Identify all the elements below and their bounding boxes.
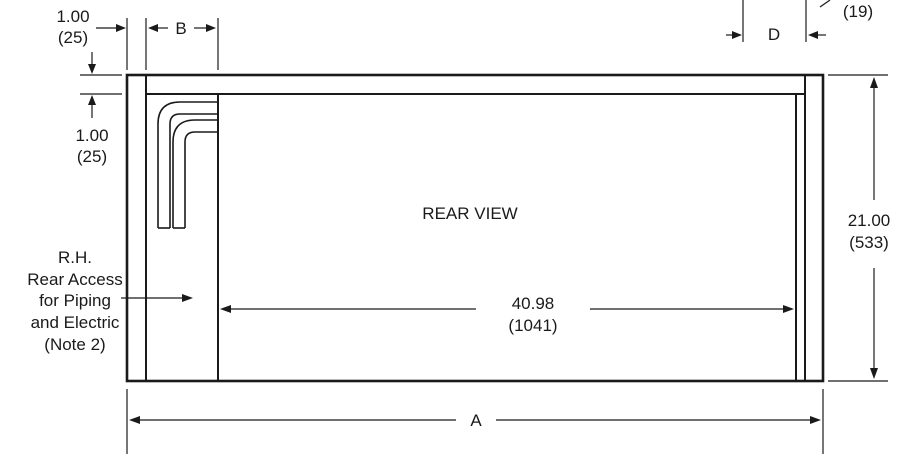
dim-d: D (19) bbox=[726, 0, 873, 44]
callout-line-4: and Electric bbox=[31, 313, 120, 332]
dim-top-left: 1.00 (25) bbox=[56, 7, 128, 70]
dim-height-mm: (533) bbox=[849, 233, 889, 252]
unit-outline bbox=[125, 73, 825, 383]
callout-line-3: for Piping bbox=[39, 291, 111, 310]
dim-top-left-mm: (25) bbox=[58, 28, 88, 47]
dim-top-right-mm: (19) bbox=[843, 2, 873, 21]
dim-left: 1.00 (25) bbox=[75, 52, 122, 166]
dim-d-label: D bbox=[768, 25, 780, 44]
callout-line-1: R.H. bbox=[58, 248, 92, 267]
dim-left-in: 1.00 bbox=[75, 126, 108, 145]
dim-inner-width: 40.98 (1041) bbox=[220, 294, 794, 335]
dim-left-mm: (25) bbox=[77, 147, 107, 166]
access-callout: R.H. Rear Access for Piping and Electric… bbox=[27, 248, 193, 354]
dim-overall: A bbox=[126, 389, 824, 454]
dim-b: B bbox=[145, 18, 219, 70]
dim-overall-label: A bbox=[470, 411, 482, 430]
dim-height: 21.00 (533) bbox=[828, 74, 891, 382]
piping-stubs bbox=[157, 101, 218, 229]
dim-height-in: 21.00 bbox=[848, 211, 891, 230]
dim-inner-width-mm: (1041) bbox=[508, 316, 557, 335]
callout-line-2: Rear Access bbox=[27, 270, 122, 289]
callout-line-5: (Note 2) bbox=[44, 335, 105, 354]
view-label: REAR VIEW bbox=[422, 204, 517, 223]
dim-top-left-in: 1.00 bbox=[56, 7, 89, 26]
dim-b-label: B bbox=[175, 19, 186, 38]
dim-inner-width-in: 40.98 bbox=[512, 294, 555, 313]
